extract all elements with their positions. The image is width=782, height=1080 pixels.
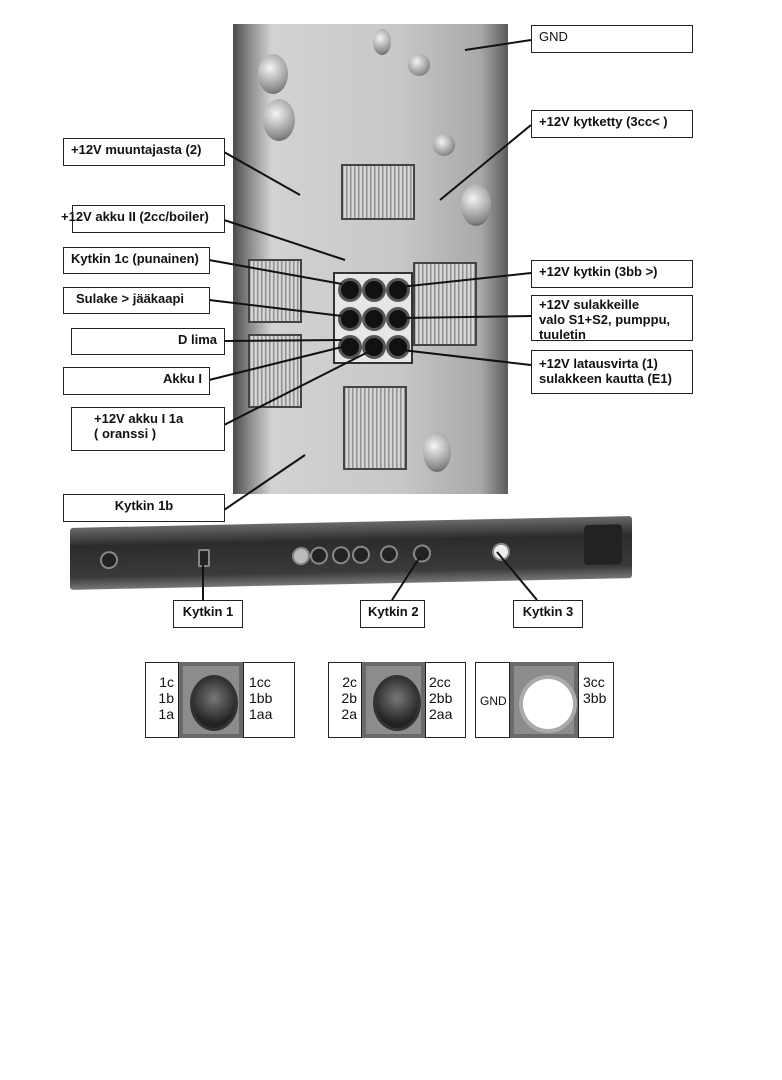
label-muuntajasta: +12V muuntajasta (2)	[63, 138, 225, 166]
terminal-2a: 2a	[341, 706, 357, 722]
label-d-lima: D lima	[71, 328, 225, 355]
terminal-3cc: 3cc	[583, 674, 605, 690]
label-kytkin-1c: Kytkin 1c (punainen)	[63, 247, 210, 274]
label-latausvirta: +12V latausvirta (1) sulakkeen kautta (E…	[531, 350, 693, 394]
switch-3-right-terminals: 3cc 3bb	[578, 662, 614, 738]
terminal-1bb: 1bb	[249, 690, 273, 706]
label-sulake: Sulake > jääkaapi	[63, 287, 210, 314]
label-latausvirta-line1: +12V latausvirta (1)	[539, 356, 658, 371]
label-kytkin-2: Kytkin 2	[360, 600, 425, 628]
terminal-2aa: 2aa	[429, 706, 453, 722]
label-kytketty: +12V kytketty (3cc< )	[531, 110, 693, 138]
switch-3-left-terminals: GND	[475, 662, 510, 738]
label-akku-i-1a-line1: +12V akku I 1a	[94, 411, 184, 426]
terminal-2b: 2b	[341, 690, 357, 706]
terminal-2bb: 2bb	[429, 690, 453, 706]
terminal-1b: 1b	[158, 690, 174, 706]
switch-2-left-terminals: 2c 2b 2a	[328, 662, 362, 738]
switch-2-right-terminals: 2cc 2bb 2aa	[425, 662, 466, 738]
label-kytkin-3bb: +12V kytkin (3bb >)	[531, 260, 693, 288]
rocker-switch-1-photo	[179, 662, 243, 738]
label-akku-i-1a-line2: ( oranssi )	[94, 426, 157, 441]
label-sulakkeille-line3: tuuletin	[539, 327, 586, 341]
label-sulakkeille-line1: +12V sulakkeille	[539, 297, 640, 312]
label-sulakkeille: +12V sulakkeille valo S1+S2, pumppu, tuu…	[531, 295, 693, 341]
label-sulakkeille-line2: valo S1+S2, pumppu,	[539, 312, 671, 327]
label-akku-i: Akku I	[63, 367, 210, 395]
label-akku-i-1a: +12V akku I 1a ( oranssi )	[71, 407, 225, 451]
terminal-1a: 1a	[158, 706, 174, 722]
switch-1-right-terminals: 1cc 1bb 1aa	[243, 662, 295, 738]
terminal-1c: 1c	[159, 674, 174, 690]
terminal-2cc: 2cc	[429, 674, 451, 690]
switch-1-left-terminals: 1c 1b 1a	[145, 662, 179, 738]
terminal-gnd: GND	[480, 694, 507, 708]
terminal-3bb: 3bb	[583, 690, 607, 706]
circuit-board-photo	[233, 24, 508, 494]
terminal-2c: 2c	[342, 674, 357, 690]
label-kytkin-1b: Kytkin 1b	[63, 494, 225, 522]
connector-block	[333, 272, 413, 364]
label-kytkin-1: Kytkin 1	[173, 600, 243, 628]
label-latausvirta-line2: sulakkeen kautta (E1)	[539, 371, 672, 386]
terminal-1cc: 1cc	[249, 674, 271, 690]
terminal-1aa: 1aa	[249, 706, 273, 722]
label-gnd: GND	[531, 25, 693, 53]
push-button-3-photo	[510, 662, 578, 738]
rocker-switch-2-photo	[362, 662, 425, 738]
label-kytkin-3: Kytkin 3	[513, 600, 583, 628]
label-akku-ii: +12V akku II (2cc/boiler)	[61, 205, 225, 233]
